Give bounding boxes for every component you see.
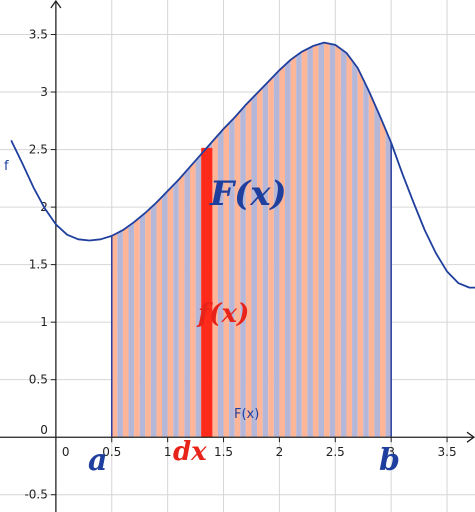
strip-half-b	[374, 103, 380, 438]
strip-half-a	[324, 42, 330, 438]
strip-half-b	[385, 129, 392, 438]
y-tick-label: 3	[40, 85, 48, 99]
strip-half-b	[150, 202, 157, 438]
strip-half-a	[290, 55, 297, 438]
strip-half-a	[279, 65, 285, 438]
strip-half-a	[223, 123, 230, 438]
y-tick-label: 1	[40, 315, 48, 329]
strip-half-b	[229, 117, 235, 438]
y-tick-label: 1.5	[29, 258, 48, 272]
function-label: f	[4, 159, 9, 174]
strip-half-b	[296, 51, 302, 438]
strip-half-b	[139, 212, 146, 438]
dx-label: dx	[173, 437, 207, 467]
curve-layer	[10, 41, 475, 289]
y-tick-label: 2.5	[29, 143, 48, 157]
strip-half-a	[335, 44, 341, 438]
strip-half-a	[156, 196, 163, 438]
x-tick-label: 1	[164, 445, 172, 459]
strip-half-b	[262, 81, 269, 438]
strip-half-b	[240, 104, 246, 438]
x-tick-label: 1.5	[214, 445, 233, 459]
dx-highlight-strip	[201, 147, 213, 438]
strip-half-b	[117, 230, 123, 438]
strip-half-a	[145, 207, 151, 438]
shaded-region	[111, 42, 392, 438]
strip-half-a	[190, 160, 196, 438]
y-tick-label: -0.5	[24, 488, 47, 502]
strip-half-a	[301, 48, 308, 438]
strip-half-a	[257, 87, 263, 438]
x-tick-label: 2.5	[326, 445, 345, 459]
strip-half-a	[234, 111, 241, 438]
y-tick-label: 0.5	[29, 373, 48, 387]
strip-value-label: f(x)	[196, 299, 249, 329]
x-tick-label: 2	[276, 445, 284, 459]
strip-half-a	[111, 232, 118, 438]
strip-half-a	[368, 90, 375, 438]
strip-half-a	[178, 173, 185, 438]
strip-half-a	[380, 116, 386, 438]
x-tick-label: 0.5	[102, 445, 121, 459]
strip-half-b	[318, 42, 325, 438]
area-caption: F(x)	[234, 407, 259, 422]
y-tick-label: 3.5	[29, 28, 48, 42]
strip-half-b	[195, 154, 202, 438]
strip-half-b	[162, 190, 168, 438]
strip-half-a	[346, 52, 353, 438]
strip-half-b	[184, 166, 190, 438]
region-label: F(x)	[209, 174, 287, 214]
strip-half-b	[329, 43, 336, 438]
strip-half-b	[128, 222, 135, 438]
strip-half-b	[307, 46, 313, 438]
strip-half-a	[357, 67, 364, 438]
annotation-layer: f F(x) f(x) a b dx F(x)	[4, 159, 400, 478]
strip-half-b	[363, 79, 369, 438]
strip-half-b	[352, 60, 358, 438]
y-tick-label: 0	[40, 423, 48, 437]
strip-half-b	[217, 128, 224, 438]
x-tick-label: 3	[387, 445, 395, 459]
x-axis-arrow	[466, 431, 475, 443]
x-tick-label: 0	[62, 445, 70, 459]
strip-half-a	[312, 44, 319, 438]
strip-half-a	[245, 98, 252, 438]
strip-half-b	[173, 179, 179, 438]
y-axis-arrow	[50, 0, 62, 9]
strip-half-a	[212, 135, 218, 438]
strip-half-b	[273, 70, 280, 438]
bound-a-label: a	[88, 443, 107, 478]
strip-half-a	[167, 185, 174, 438]
strip-half-b	[285, 59, 291, 438]
bound-b-label: b	[379, 443, 400, 478]
function-curve	[10, 41, 475, 289]
x-tick-label: 3.5	[438, 445, 457, 459]
strip-half-a	[268, 75, 274, 438]
strip-half-a	[134, 217, 140, 438]
strip-half-b	[340, 48, 347, 438]
strip-half-b	[251, 93, 258, 438]
strip-half-a	[122, 226, 129, 438]
